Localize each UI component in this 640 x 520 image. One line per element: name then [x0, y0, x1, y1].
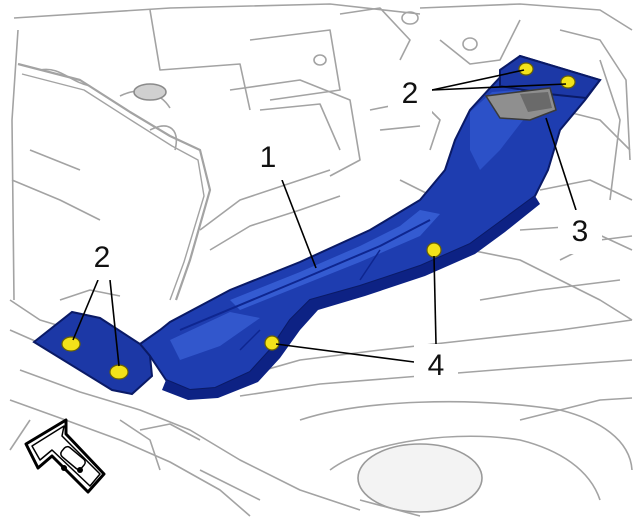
callout-3: 3 — [558, 210, 602, 254]
shield-panel — [32, 54, 602, 400]
callout-4: 4 — [414, 344, 458, 388]
front-of-vehicle-arrow-icon — [24, 418, 106, 494]
fastener-left-b — [109, 364, 129, 380]
fastener-left-a — [61, 336, 81, 352]
callout-2-left: 2 — [80, 236, 124, 280]
fastener-mid-a — [426, 242, 442, 258]
leader-2-left-a — [72, 279, 99, 341]
fastener-mid-b — [264, 335, 280, 351]
underbody-line-art — [9, 3, 633, 517]
leader-4-a — [433, 255, 437, 345]
callout-2-top: 2 — [388, 72, 432, 116]
leader-1 — [281, 179, 317, 269]
fasteners — [61, 62, 576, 380]
callout-1: 1 — [246, 136, 290, 180]
leader-lines — [72, 69, 577, 367]
leader-2-top-a — [431, 69, 525, 91]
leader-2-top-b — [431, 83, 567, 91]
fastener-top-right — [560, 75, 576, 89]
fastener-top-left — [518, 62, 534, 76]
leader-2-left-b — [109, 279, 120, 367]
leader-4-b — [275, 343, 415, 363]
leader-3 — [545, 117, 577, 211]
